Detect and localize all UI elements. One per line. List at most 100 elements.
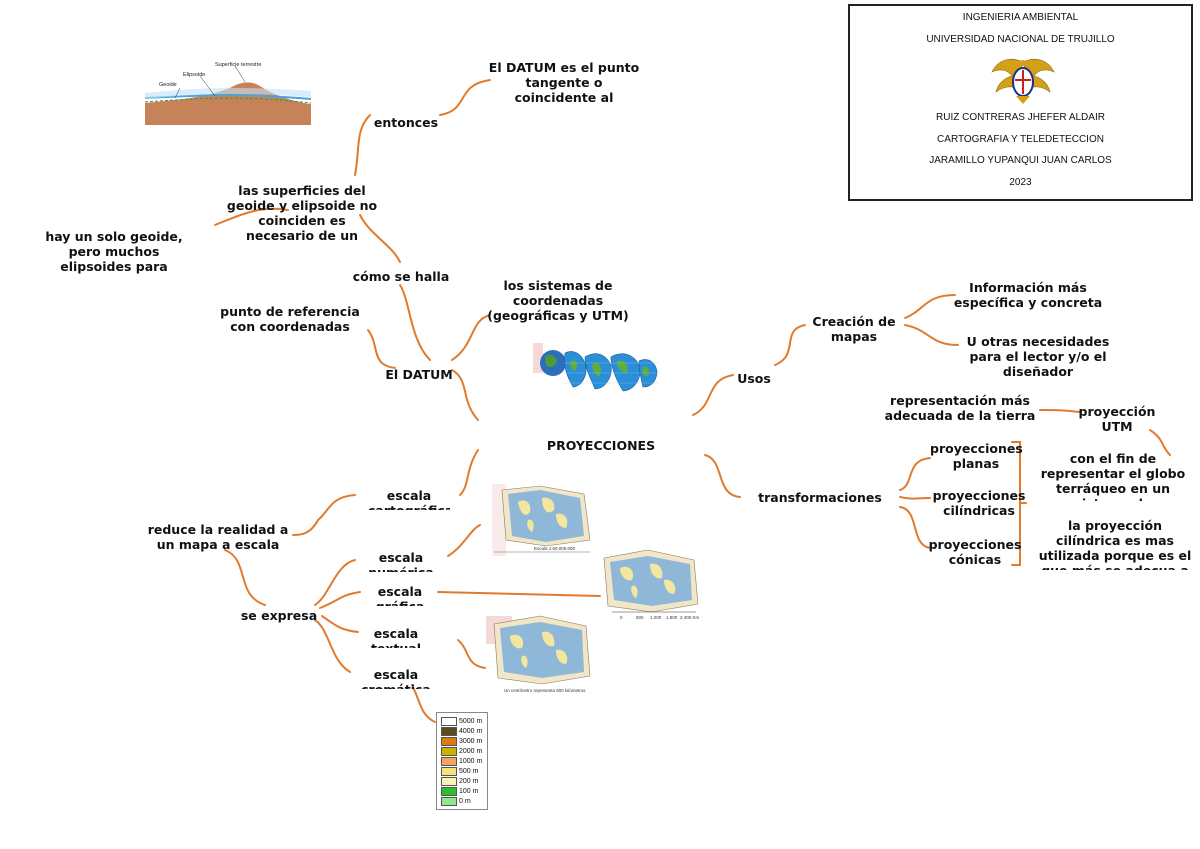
title-info-box: INGENIERIA AMBIENTAL UNIVERSIDAD NACIONA… — [848, 4, 1193, 201]
legend-row: 2000 m — [441, 747, 487, 756]
escala-textual-node: escala textual — [371, 626, 421, 648]
datum-definition: El DATUM es el punto tangente o coincide… — [488, 60, 640, 106]
connector — [439, 79, 491, 116]
geoide-node: hay un solo geoide, pero muchos elipsoid… — [45, 229, 183, 275]
course-name: CARTOGRAFIA Y TELEDETECCION — [937, 134, 1104, 145]
connector — [899, 457, 931, 491]
proyecciones-conicas-node: proyecciones cónicas — [928, 537, 1022, 567]
datum-node: El DATUM — [385, 367, 453, 382]
connector — [321, 615, 359, 633]
legend-swatch — [441, 797, 457, 806]
legend-label: 100 m — [459, 788, 479, 795]
legend-row: 4000 m — [441, 727, 487, 736]
legend-row: 100 m — [441, 787, 487, 796]
legend-label: 1000 m — [459, 758, 483, 765]
chromatic-scale-legend: 5000 m 4000 m 3000 m 2000 m 1000 m 500 m 200 m… — [436, 712, 488, 810]
legend-swatch — [441, 727, 457, 736]
connector — [214, 207, 289, 226]
geoid-ellipsoid-diagram: Superficie terrestre Elipsoide Geoide — [145, 58, 311, 125]
escala-cartografica-node: escala cartográfica — [368, 488, 450, 510]
cilindrica-utilizada-node: la proyección cilíndrica es mas utilizad… — [1038, 518, 1192, 570]
globe-projection-image — [533, 343, 659, 392]
legend-label: 4000 m — [459, 728, 483, 735]
university-crest-icon — [991, 59, 1055, 104]
se-expresa-node: se expresa en: — [240, 608, 318, 624]
connector — [367, 329, 396, 369]
connector — [314, 559, 356, 606]
escala-numerica-node: escala numérica — [368, 550, 434, 572]
punto-referencia-node: punto de referencia con coordenadas cono… — [220, 304, 360, 335]
como-se-halla-node: cómo se halla el — [352, 269, 450, 285]
fin-representar-node: con el fin de representar el globo terrá… — [1040, 451, 1186, 501]
legend-row: 3000 m — [441, 737, 487, 746]
connector — [1039, 409, 1081, 413]
textual-scale-caption: Un centímetro representa 600 kilómetros — [504, 688, 586, 693]
connector — [354, 114, 371, 176]
connector — [411, 684, 436, 723]
faculty-label: INGENIERIA AMBIENTAL — [962, 12, 1079, 23]
representacion-node: representación más adecuada de la tierra… — [884, 393, 1036, 424]
connector — [899, 496, 931, 500]
connector — [319, 591, 361, 609]
numeric-scale-caption: Escala 1:60.000.000 — [534, 546, 576, 551]
university-label: UNIVERSIDAD NACIONAL DE TRUJILLO — [926, 34, 1115, 45]
legend-swatch — [441, 787, 457, 796]
connector — [437, 591, 601, 597]
legend-swatch — [441, 717, 457, 726]
proyecciones-planas-node: proyecciones planas — [930, 441, 1022, 471]
graphic-scale-tick-2: 1.200 — [650, 615, 662, 620]
year-label: 2023 — [1009, 177, 1032, 188]
reduce-realidad-node: reduce la realidad a un mapa a escala — [147, 522, 289, 552]
geoid-label-geoid: Geoide — [159, 82, 177, 88]
otras-necesidades-node: U otras necesidades para el lector y/o e… — [966, 334, 1110, 379]
entonces-label: entonces — [373, 115, 439, 130]
connector — [774, 324, 806, 366]
graphic-scale-tick-3: 1.800 — [666, 615, 678, 620]
geoid-label-ellipsoid: Elipsoide — [183, 72, 205, 78]
legend-row: 1000 m — [441, 757, 487, 766]
central-topic: PROYECCIONES CARTOGRAFICAS — [542, 438, 660, 454]
creacion-mapas-node: Creación de mapas — [812, 314, 896, 344]
legend-row: 0 m — [441, 797, 487, 806]
legend-swatch — [441, 757, 457, 766]
sistemas-coordenadas-node: los sistemas de coordenadas (geográficas… — [487, 278, 629, 324]
proyeccion-utm-node: proyección UTM — [1078, 404, 1156, 434]
legend-label: 200 m — [459, 778, 479, 785]
legend-label: 2000 m — [459, 748, 483, 755]
escala-grafica-node: escala gráfica — [376, 584, 425, 606]
graphic-scale-tick-1: 600 — [636, 615, 644, 620]
legend-swatch — [441, 767, 457, 776]
connector — [224, 549, 266, 606]
connector — [459, 449, 479, 496]
connector — [314, 619, 351, 673]
graphic-scale-tick-0: 0 — [620, 615, 623, 620]
legend-swatch — [441, 777, 457, 786]
legend-row: 5000 m — [441, 717, 487, 726]
superficies-node: las superficies del geoide y elipsoide n… — [226, 183, 378, 243]
legend-row: 500 m — [441, 767, 487, 776]
author-name: RUIZ CONTRERAS JHEFER ALDAIR — [936, 112, 1105, 123]
proyecciones-cilindricas-node: proyecciones cilíndricas — [932, 488, 1026, 518]
connector — [399, 284, 431, 361]
connector — [1149, 429, 1171, 456]
connector — [359, 214, 401, 263]
map-textual-scale-image: Un centímetro representa 600 kilómetros — [486, 615, 591, 693]
usos-node: Usos — [737, 371, 771, 386]
geoid-label-surface: Superficie terrestre — [215, 62, 261, 68]
legend-label: 3000 m — [459, 738, 483, 745]
map-graphic-scale-image: 0 600 1.200 1.800 2.400 Km — [603, 549, 700, 620]
transformaciones-node: transformaciones matemáticas — [758, 490, 882, 506]
connector — [292, 494, 356, 536]
connector — [904, 294, 956, 319]
legend-label: 0 m — [459, 798, 471, 805]
connector — [447, 524, 481, 557]
legend-label: 500 m — [459, 768, 479, 775]
map-numeric-scale-image: Escala 1:60.000.000 — [492, 484, 591, 556]
teacher-name: JARAMILLO YUPANQUI JUAN CARLOS — [929, 155, 1112, 166]
informacion-especifica-node: Información más específica y concreta — [953, 280, 1103, 310]
connector — [899, 506, 931, 549]
connector — [692, 374, 734, 416]
connector — [451, 369, 479, 421]
legend-row: 200 m — [441, 777, 487, 786]
